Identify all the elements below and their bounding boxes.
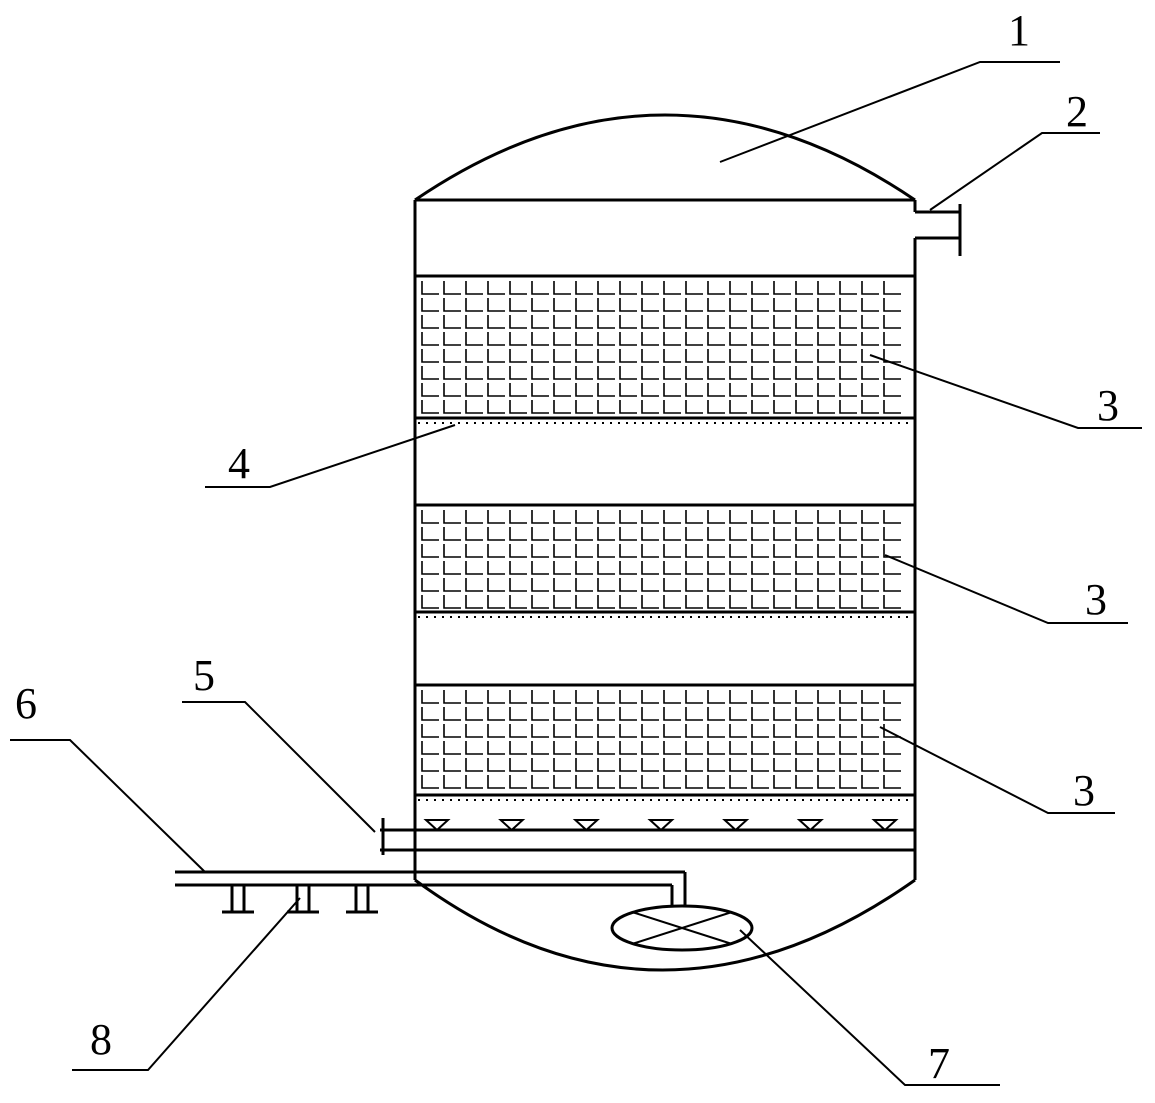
packing-layers (415, 274, 915, 797)
leader-7 (739, 929, 1000, 1086)
nozzle (796, 819, 824, 832)
leader-2 (929, 132, 1100, 211)
leader-1 (719, 61, 1060, 163)
label-3-top: 3 (1097, 381, 1119, 430)
leader-8 (72, 897, 301, 1071)
leader-3b (884, 554, 1128, 624)
label-6: 6 (15, 679, 37, 728)
air-inlet-pipe (175, 870, 687, 914)
label-3-bottom: 3 (1073, 766, 1095, 815)
vent-pipe (222, 885, 254, 914)
nozzle-row (423, 819, 899, 832)
spray-distributor (380, 818, 915, 855)
label-4: 4 (228, 439, 250, 488)
vent-pipe (287, 885, 319, 914)
nozzle (871, 819, 899, 832)
label-1: 1 (1008, 6, 1030, 55)
leader-3a (869, 354, 1142, 429)
packing-layer (415, 274, 915, 420)
leader-4 (205, 424, 456, 488)
outlet-pipe (915, 204, 962, 256)
nozzle (423, 819, 451, 832)
nozzle (498, 819, 526, 832)
top-dome (414, 113, 916, 202)
nozzle (647, 819, 675, 832)
leader-6 (10, 739, 206, 873)
label-7: 7 (928, 1039, 950, 1088)
label-3-middle: 3 (1085, 575, 1107, 624)
vent-pipes (222, 885, 378, 914)
bottom-dome (414, 878, 916, 972)
packing-layer (415, 683, 915, 797)
nozzle (722, 819, 750, 832)
packing-layer (415, 503, 915, 614)
label-2: 2 (1066, 87, 1088, 136)
label-5: 5 (193, 651, 215, 700)
leader-5 (182, 701, 376, 833)
leader-3c (879, 726, 1115, 814)
vent-pipe (346, 885, 378, 914)
aerator-disk (610, 904, 754, 952)
label-8: 8 (90, 1015, 112, 1064)
nozzle (572, 819, 600, 832)
leader-lines (10, 61, 1142, 1086)
